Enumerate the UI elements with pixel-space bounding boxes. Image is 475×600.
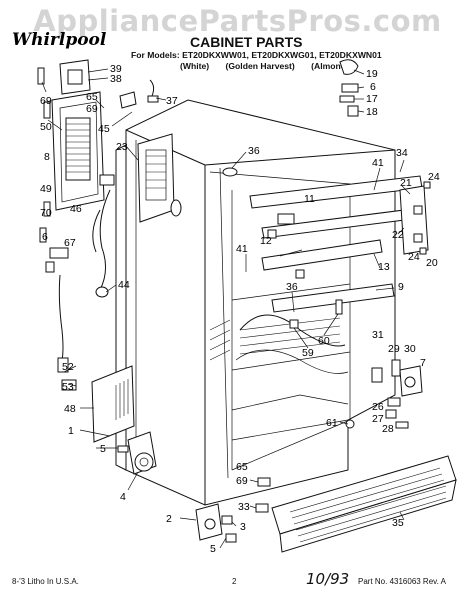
- power-cord: [92, 174, 115, 298]
- callout-41: 41: [372, 157, 384, 169]
- callout-17: 17: [366, 93, 378, 105]
- leader-lines: [41, 68, 411, 549]
- variant-white: (White): [180, 61, 210, 71]
- page-title: CABINET PARTS: [190, 34, 303, 50]
- brand-logo-text: Whirlpool: [12, 30, 107, 50]
- callout-70: 70: [40, 207, 52, 219]
- footer-part-number: Part No. 4316063 Rev. A: [358, 577, 446, 586]
- callout-13: 13: [378, 261, 390, 273]
- callout-6: 6: [370, 81, 376, 93]
- callout-27: 27: [372, 413, 384, 425]
- callout-6-b: 6: [42, 231, 48, 243]
- callout-36: 36: [248, 145, 260, 157]
- roller-assembly: [117, 431, 157, 475]
- footer-litho: 8-'3 Litho In U.S.A.: [12, 577, 79, 586]
- variant-golden-harvest: (Golden Harvest): [225, 61, 295, 71]
- callout-5-b: 5: [210, 543, 216, 555]
- callout-65-b: 65: [236, 461, 248, 473]
- door-opening-frame: [137, 133, 182, 223]
- callout-7: 7: [420, 357, 426, 369]
- callout-21: 21: [400, 177, 412, 189]
- callout-37: 37: [166, 95, 178, 107]
- callout-65: 65: [86, 91, 98, 103]
- callout-9: 9: [398, 281, 404, 293]
- variant-almond: (Almond): [311, 61, 349, 71]
- top-hinge-parts: [339, 59, 359, 117]
- callout-61: 61: [326, 417, 338, 429]
- callout-38: 38: [110, 73, 122, 85]
- callout-24-b: 24: [408, 251, 420, 263]
- breaker-strip-panel: [51, 59, 105, 211]
- callout-3: 3: [240, 521, 246, 533]
- left-small-parts: [37, 67, 159, 391]
- callout-28: 28: [382, 423, 394, 435]
- callout-33: 33: [238, 501, 250, 513]
- callout-44: 44: [118, 279, 130, 291]
- callout-67: 67: [64, 237, 76, 249]
- callout-26: 26: [372, 401, 384, 413]
- callout-34: 34: [396, 147, 408, 159]
- callout-49: 49: [40, 183, 52, 195]
- center-rails: [261, 213, 395, 329]
- callout-36-b: 36: [286, 281, 298, 293]
- callout-52: 52: [62, 361, 74, 373]
- callout-69-c: 69: [236, 475, 248, 487]
- callout-11: 11: [304, 193, 315, 205]
- compressor-cover: [91, 365, 135, 443]
- callout-53: 53: [62, 381, 74, 393]
- footer-page-number: 2: [232, 577, 237, 586]
- callout-69-b: 69: [86, 103, 98, 115]
- callout-35: 35: [392, 517, 404, 529]
- lower-right-brackets: [345, 359, 423, 429]
- callout-60: 60: [318, 335, 330, 347]
- callout-8: 8: [44, 151, 50, 163]
- model-list: For Models: ET20DKXWW01, ET20DKXWG01, ET…: [131, 50, 382, 60]
- callout-46: 46: [70, 203, 82, 215]
- callout-20: 20: [426, 257, 438, 269]
- callout-labels: 39 38 69 50 65 69 45 37 8 23 36 19 6 17 …: [40, 63, 440, 555]
- color-variants: (White) (Golden Harvest) (Almond): [180, 61, 363, 71]
- callout-18: 18: [366, 106, 378, 118]
- hinge-channel-assembly: [249, 175, 431, 255]
- callout-22: 22: [392, 229, 404, 241]
- callout-39: 39: [110, 63, 122, 75]
- callout-50: 50: [40, 121, 52, 133]
- callout-5: 5: [100, 443, 106, 455]
- callout-48: 48: [64, 403, 76, 415]
- callout-30: 30: [404, 343, 416, 355]
- callout-24: 24: [428, 171, 440, 183]
- callout-31: 31: [372, 329, 384, 341]
- watermark-text: AppliancePartsPros.com: [33, 4, 442, 38]
- callout-59: 59: [302, 347, 314, 359]
- footer-handwritten-date: 10/93: [306, 570, 350, 588]
- callout-29: 29: [388, 343, 400, 355]
- callout-19: 19: [366, 68, 378, 80]
- callout-23: 23: [116, 141, 128, 153]
- callout-2: 2: [166, 513, 172, 525]
- callout-69: 69: [40, 95, 52, 107]
- callout-1: 1: [68, 425, 74, 437]
- callout-41-b: 41: [236, 243, 248, 255]
- bottom-hinge-parts: [195, 477, 271, 543]
- callout-12: 12: [260, 235, 272, 247]
- toe-grille: [271, 455, 457, 553]
- callout-45: 45: [98, 123, 110, 135]
- callout-4: 4: [120, 491, 126, 503]
